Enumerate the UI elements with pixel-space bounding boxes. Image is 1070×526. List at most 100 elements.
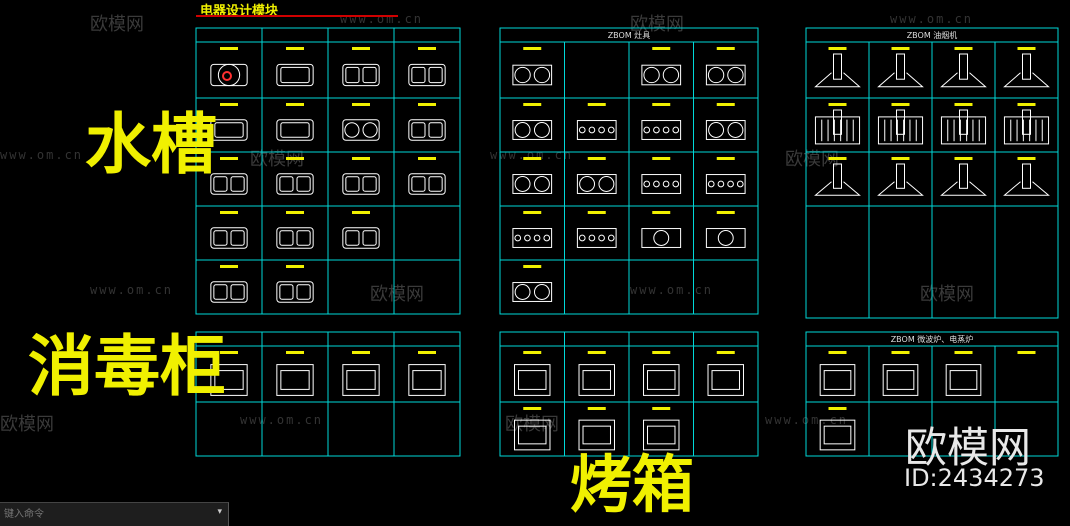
burner-icon bbox=[533, 234, 541, 242]
burner-icon bbox=[607, 126, 615, 134]
appliance-door bbox=[711, 370, 740, 390]
model-tag bbox=[1017, 47, 1036, 50]
appliance-door bbox=[647, 425, 676, 445]
appliance-body bbox=[819, 364, 856, 396]
sink-bowl bbox=[213, 176, 228, 192]
appliance-door bbox=[647, 370, 676, 390]
model-tag bbox=[716, 157, 735, 160]
burner-icon bbox=[653, 180, 660, 188]
cooktop-body bbox=[512, 174, 553, 194]
model-tag bbox=[587, 103, 606, 106]
dropdown-arrow-icon[interactable]: ▾ bbox=[217, 507, 222, 517]
hood-panel-title: ZBOM 油烟机 bbox=[906, 31, 958, 40]
model-tag bbox=[587, 157, 606, 160]
burner-icon bbox=[653, 126, 660, 134]
sink-outline bbox=[210, 227, 248, 249]
sink-outline bbox=[276, 227, 314, 249]
cooktop-body bbox=[641, 228, 682, 248]
appliance-door bbox=[518, 425, 547, 445]
cooktop-body bbox=[512, 120, 553, 140]
model-tag bbox=[828, 103, 847, 106]
hood-chimney bbox=[833, 163, 842, 189]
hood-panel bbox=[877, 116, 924, 145]
model-tag bbox=[954, 157, 973, 160]
sink-outline bbox=[276, 119, 314, 141]
model-tag bbox=[1017, 103, 1036, 106]
appliance-body bbox=[578, 419, 615, 451]
appliance-door bbox=[280, 370, 310, 390]
model-tag bbox=[587, 211, 606, 214]
model-tag bbox=[418, 351, 436, 354]
cooktop-body bbox=[705, 228, 746, 248]
appliance-body bbox=[408, 364, 446, 396]
burner-icon bbox=[643, 66, 660, 84]
hood-panel bbox=[1003, 116, 1050, 145]
sink-bowl bbox=[230, 176, 245, 192]
model-tag bbox=[891, 157, 910, 160]
burner-icon bbox=[598, 234, 605, 242]
model-tag bbox=[716, 211, 735, 214]
cooktop-body bbox=[641, 120, 682, 140]
disinfection-label: 消毒柜 bbox=[28, 328, 226, 405]
burner-icon bbox=[727, 122, 744, 138]
model-tag bbox=[523, 103, 542, 106]
model-tag bbox=[286, 211, 304, 214]
sink-outline bbox=[408, 63, 446, 87]
sink-bowl bbox=[279, 176, 294, 192]
sink-bowl bbox=[296, 284, 311, 300]
hood-chimney bbox=[833, 53, 842, 80]
command-input[interactable] bbox=[2, 506, 206, 523]
burner-icon bbox=[653, 230, 670, 246]
model-tag bbox=[652, 157, 671, 160]
sink-bowl bbox=[280, 122, 310, 138]
watermark-url: www.om.cn bbox=[90, 283, 174, 297]
model-tag bbox=[418, 157, 436, 160]
watermark-id: ID:2434273 bbox=[904, 464, 1045, 492]
burner-icon bbox=[727, 66, 744, 84]
model-tag bbox=[352, 157, 370, 160]
burner-icon bbox=[579, 176, 596, 192]
model-tag bbox=[220, 103, 238, 106]
command-line[interactable]: ▾ bbox=[0, 502, 229, 526]
model-tag bbox=[828, 47, 847, 50]
appliance-door bbox=[346, 370, 376, 390]
burner-icon bbox=[578, 126, 586, 134]
burner-icon bbox=[662, 66, 680, 84]
sink-grid bbox=[195, 27, 461, 315]
burner-icon bbox=[707, 180, 715, 188]
cooktop-body bbox=[512, 64, 553, 86]
hood-canopy bbox=[877, 181, 924, 196]
drain-icon bbox=[222, 71, 232, 81]
burner-icon bbox=[533, 66, 551, 84]
cooktop-body bbox=[576, 228, 617, 248]
hood-chimney bbox=[896, 109, 905, 135]
sink-bowl bbox=[345, 176, 360, 192]
burner-icon bbox=[588, 234, 596, 242]
model-tag bbox=[652, 47, 671, 50]
model-tag bbox=[716, 103, 735, 106]
burner-icon bbox=[643, 180, 651, 188]
hood-canopy bbox=[877, 72, 924, 88]
model-tag bbox=[1017, 351, 1036, 354]
hood-panel bbox=[814, 116, 861, 145]
model-tag bbox=[523, 47, 542, 50]
appliance-body bbox=[819, 419, 856, 451]
sink-outline bbox=[210, 119, 248, 141]
model-tag bbox=[828, 407, 847, 410]
appliance-door bbox=[823, 370, 852, 390]
model-tag bbox=[286, 103, 304, 106]
burner-icon bbox=[662, 180, 670, 188]
appliance-body bbox=[514, 364, 551, 396]
appliance-door bbox=[582, 370, 611, 390]
appliance-body bbox=[342, 364, 380, 396]
sink-bowl bbox=[296, 176, 311, 192]
burner-icon bbox=[598, 176, 615, 192]
burner-icon bbox=[607, 234, 615, 242]
model-tag bbox=[891, 351, 910, 354]
sink-outline bbox=[276, 173, 314, 195]
watermark-brand: 欧模网 bbox=[370, 284, 424, 305]
sink-outline bbox=[276, 281, 314, 303]
appliance-door bbox=[582, 425, 611, 445]
burner-icon bbox=[588, 126, 596, 134]
